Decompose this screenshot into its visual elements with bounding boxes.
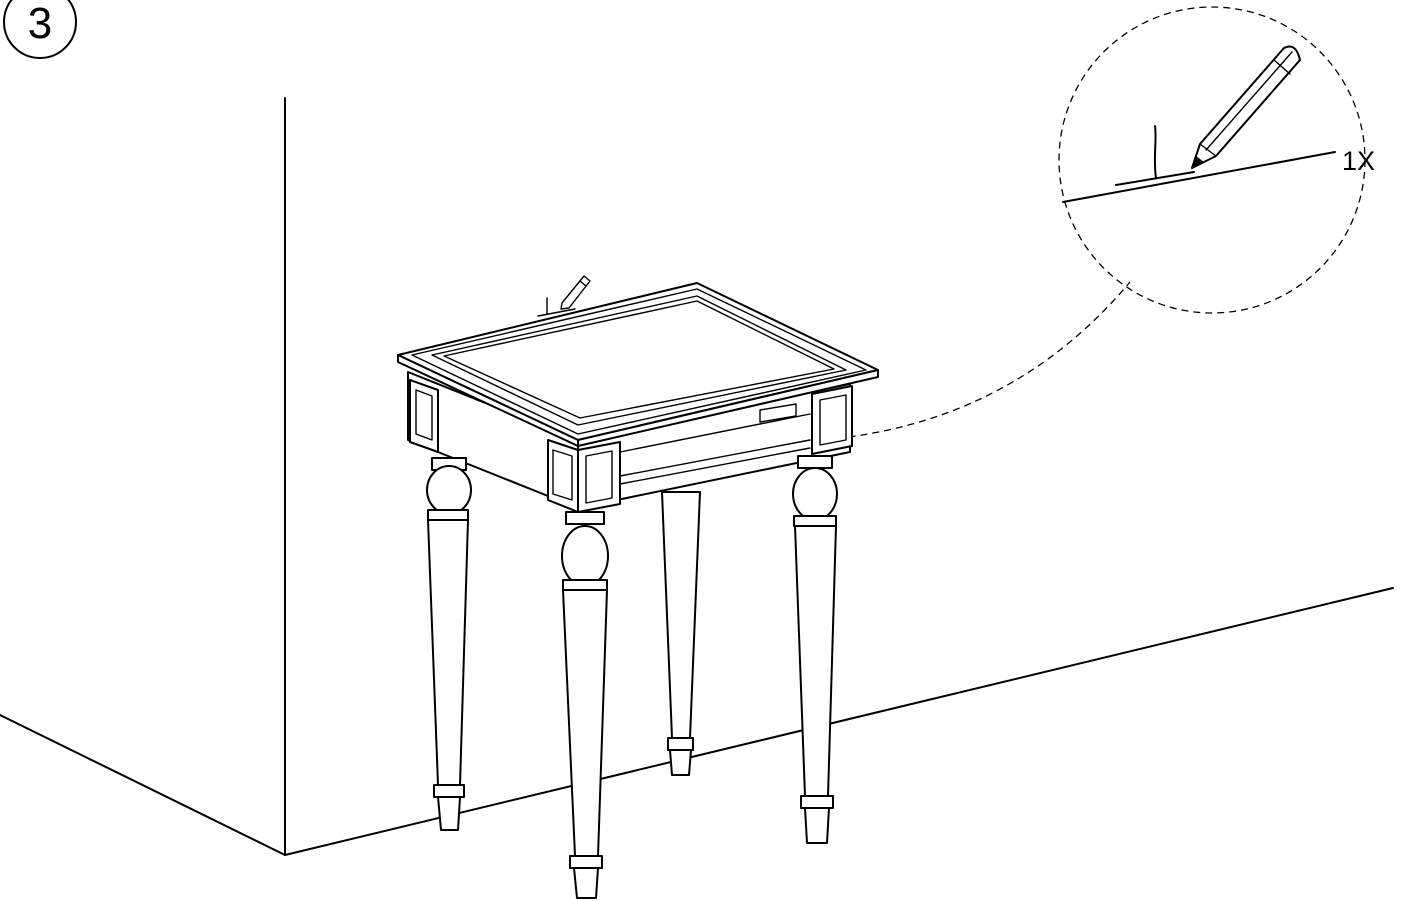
quantity-label: 1X	[1342, 146, 1375, 176]
wall-corner	[0, 97, 1394, 856]
table-leg-front-left	[426, 457, 472, 831]
step-number-badge: 3	[3, 0, 77, 59]
pencil-icon-small	[537, 275, 591, 317]
step-number: 3	[28, 0, 52, 48]
table-leg-front-right	[792, 455, 838, 844]
table-apron	[407, 371, 853, 513]
magnified-detail: 1X	[1062, 45, 1375, 203]
pencil-icon	[1191, 45, 1301, 169]
table-leg-front-center	[561, 511, 609, 899]
table-top	[397, 282, 879, 447]
